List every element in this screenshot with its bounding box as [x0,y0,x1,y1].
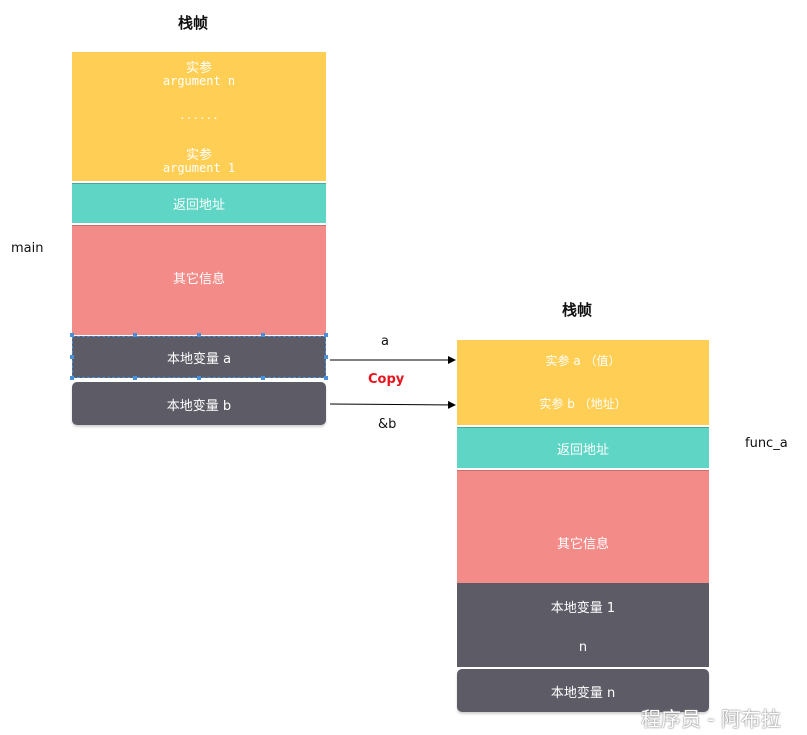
local-variable-n-label: 本地变量 n [550,686,616,701]
arrow-b [329,400,456,409]
arrow-b-label: &b [378,417,397,432]
selection-handle[interactable] [324,333,328,337]
arg-1-label: 实参 [185,148,212,163]
right-other-info-label: 其它信息 [556,537,609,552]
left-other-info: 其它信息 [72,225,326,335]
selection-handle[interactable] [261,333,265,337]
selection-handle[interactable] [133,376,137,380]
left-stack-title: 栈帧 [178,14,209,32]
selection-handle[interactable] [261,376,265,380]
main-label: main [11,241,44,256]
local-variable-b-label: 本地变量 b [166,399,232,414]
arg-n-name: argument n [162,74,236,88]
selection-handle[interactable] [133,333,137,337]
arg-a-value: 实参 a （值） [545,354,621,368]
right-stack-title: 栈帧 [562,301,593,319]
right-return-address: 返回地址 [457,427,709,468]
local-variables-block: 本地变量 1 n [457,583,709,667]
selection-handle[interactable] [70,376,74,380]
func-a-label: func_a [745,436,788,451]
right-arguments-block: 实参 a （值） 实参 b （地址） [457,340,709,425]
copy-label: Copy [368,372,405,387]
arg-b-address: 实参 b （地址） [539,397,627,411]
local-variable-1-label: 本地变量 1 [550,601,616,616]
arg-1-name: argument 1 [162,161,236,175]
right-return-address-label: 返回地址 [556,443,609,458]
local-variable-a[interactable]: 本地变量 a [72,336,326,378]
left-other-info-label: 其它信息 [172,272,225,287]
selection-handle[interactable] [324,355,328,359]
left-return-address: 返回地址 [72,183,326,223]
arg-n-label: 实参 [185,61,212,76]
left-arguments-block: 实参 argument n ...... 实参 argument 1 [72,52,326,181]
watermark: 程序员 - 阿布拉 [641,707,781,731]
selection-handle[interactable] [324,376,328,380]
right-other-info: 其它信息 [457,470,709,583]
selection-handle[interactable] [197,376,201,380]
selection-handle[interactable] [70,333,74,337]
local-variables-ellipsis: n [578,640,588,655]
left-return-address-label: 返回地址 [172,198,225,213]
local-variable-a-label: 本地变量 a [166,352,232,367]
arguments-ellipsis: ...... [179,109,219,122]
selection-handle[interactable] [197,333,201,337]
selection-handle[interactable] [70,355,74,359]
arrow-a-label: a [381,334,389,349]
local-variable-n: 本地变量 n [457,669,709,712]
local-variable-b: 本地变量 b [72,382,326,425]
